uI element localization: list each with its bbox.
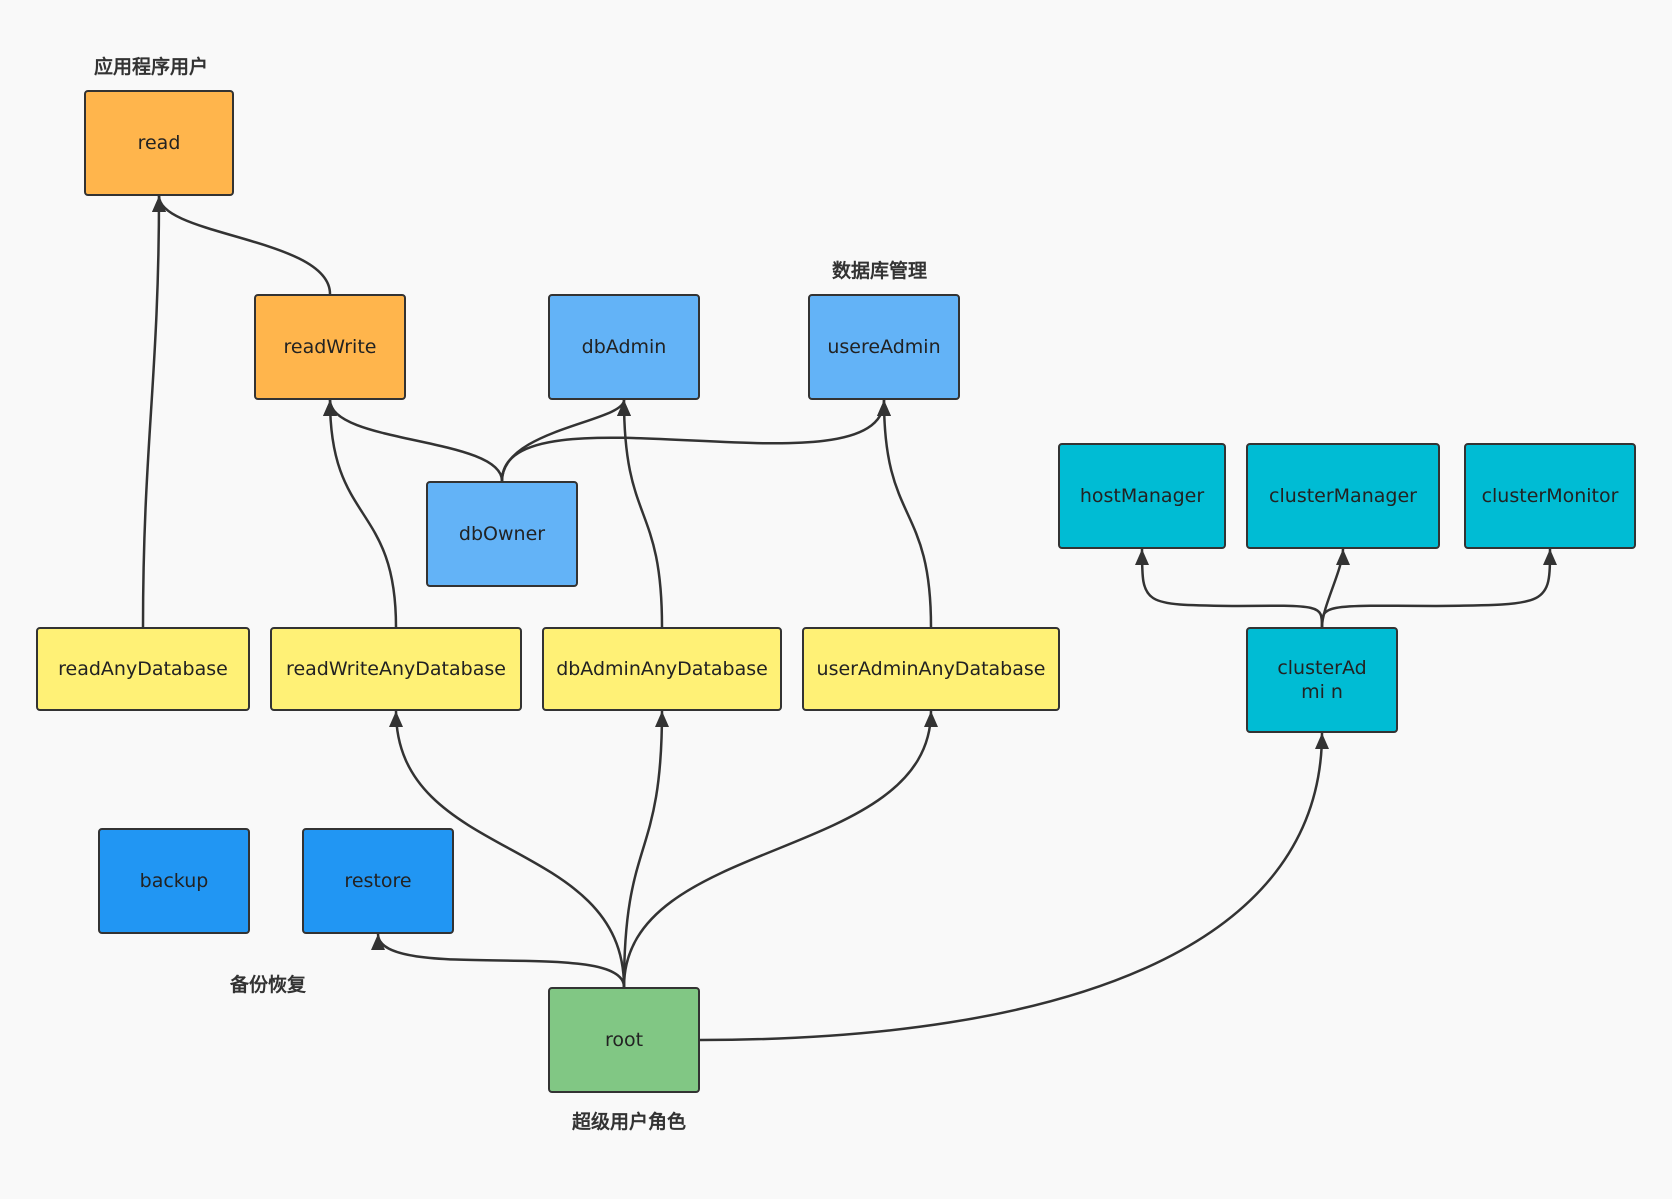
- label-db-admin: 数据库管理: [832, 260, 928, 282]
- node-useradminanydatabase[interactable]: userAdminAnyDatabase: [802, 627, 1060, 711]
- edge-readWrite-to-read: [157, 195, 332, 295]
- arrowhead: [1135, 549, 1149, 565]
- edge-dbOwner-to-userAdmin: [500, 399, 886, 482]
- node-read[interactable]: read: [84, 90, 234, 196]
- edge-root-to-clusterAdmin: [699, 732, 1324, 1042]
- node-dbadmin[interactable]: dbAdmin: [548, 294, 700, 400]
- arrowhead: [371, 934, 385, 950]
- arrowhead: [655, 711, 669, 727]
- edge-dbOwner-to-readWrite: [328, 399, 504, 482]
- edge-clusterAdmin-to-hostManager: [1140, 548, 1324, 628]
- edge-dbAdminAnyDatabase-to-dbAdmin: [622, 399, 664, 628]
- edge-root-to-dbAdminAnyDatabase: [622, 710, 664, 988]
- arrowhead: [323, 400, 337, 416]
- arrowhead: [924, 711, 938, 727]
- node-restore[interactable]: restore: [302, 828, 454, 934]
- label-app-user: 应用程序用户: [94, 56, 209, 78]
- node-dbowner[interactable]: dbOwner: [426, 481, 578, 587]
- node-dbadminanydatabase[interactable]: dbAdminAnyDatabase: [542, 627, 782, 711]
- node-clusteradmin[interactable]: clusterAdmi n: [1246, 627, 1398, 733]
- arrowhead: [877, 400, 891, 416]
- label-superuser: 超级用户角色: [572, 1111, 687, 1133]
- node-root[interactable]: root: [548, 987, 700, 1093]
- node-readwrite[interactable]: readWrite: [254, 294, 406, 400]
- edge-root-to-restore: [376, 933, 626, 988]
- arrowhead: [1315, 733, 1329, 749]
- edge-root-to-userAdminAnyDatabase: [622, 710, 933, 988]
- arrowhead: [152, 196, 166, 212]
- edge-userAdminAnyDatabase-to-userAdmin: [882, 399, 933, 628]
- node-backup[interactable]: backup: [98, 828, 250, 934]
- node-clustermanager[interactable]: clusterManager: [1246, 443, 1440, 549]
- edge-readAnyDatabase-to-read: [141, 195, 161, 628]
- label-backup-restore: 备份恢复: [230, 974, 307, 996]
- arrowhead: [389, 711, 403, 727]
- arrowhead: [617, 400, 631, 416]
- node-readwriteanydatabase[interactable]: readWriteAnyDatabase: [270, 627, 522, 711]
- node-useradmin[interactable]: usereAdmin: [808, 294, 960, 400]
- node-clustermonitor[interactable]: clusterMonitor: [1464, 443, 1636, 549]
- node-hostmanager[interactable]: hostManager: [1058, 443, 1226, 549]
- edge-clusterAdmin-to-clusterMonitor: [1320, 548, 1552, 628]
- arrowhead: [1543, 549, 1557, 565]
- arrowhead: [1336, 549, 1350, 565]
- edge-readWriteAnyDatabase-to-readWrite: [328, 399, 398, 628]
- node-readanydatabase[interactable]: readAnyDatabase: [36, 627, 250, 711]
- edge-root-to-readWriteAnyDatabase: [394, 710, 626, 988]
